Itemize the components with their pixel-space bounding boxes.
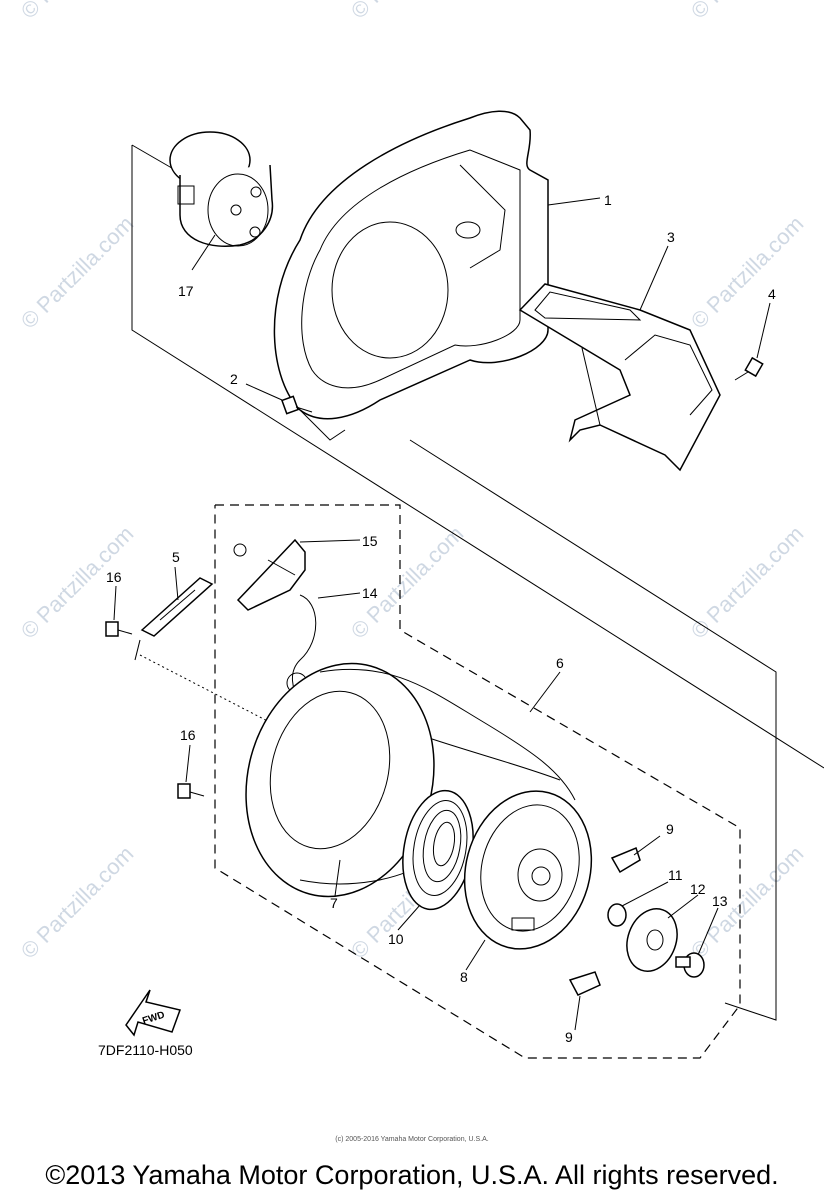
watermark: © Partzilla.com [686,211,809,334]
starter-handle [233,538,306,611]
starter-cup [169,131,274,247]
rope-guide-plate [134,577,214,661]
callout-17: 17 [178,283,194,299]
air-guide [518,283,721,472]
spiral-spring [402,789,474,911]
callout-16a: 16 [106,569,122,585]
callout-13: 13 [712,893,728,909]
callout-8: 8 [460,969,468,985]
callout-7: 7 [330,895,338,911]
recoil-starter-assembly-frame [214,504,741,1059]
leader-lines [113,197,771,1031]
callout-9a: 9 [666,821,674,837]
circlip [607,903,627,927]
watermark: © Partzilla.com [16,0,139,24]
watermark: © Partzilla.com [686,521,809,644]
callout-1: 1 [604,192,612,208]
bolt-16-upper [105,621,133,637]
fwd-arrow-icon: FWD [125,989,181,1037]
callouts: 1 2 3 4 5 6 7 8 9 9 10 11 12 13 14 15 16… [106,192,776,1045]
watermark: © Partzilla.com [686,841,809,964]
watermark: © Partzilla.com [346,0,469,24]
callout-2: 2 [230,371,238,387]
diagram-part-code: 7DF2110-H050 [98,1042,193,1058]
callout-4: 4 [768,286,776,302]
callout-15: 15 [362,533,378,549]
bolt-4 [734,356,764,381]
callout-10: 10 [388,931,404,947]
bolt-2 [281,395,313,415]
drive-plate [626,908,678,972]
callout-12: 12 [690,881,706,897]
assembly-outline-lower [139,439,777,1021]
copyright-footer: ©2013 Yamaha Motor Corporation, U.S.A. A… [45,1160,779,1190]
callout-14: 14 [362,585,378,601]
watermark: © Partzilla.com [16,211,139,334]
callout-3: 3 [667,229,675,245]
watermark: © Partzilla.com [16,841,139,964]
rope-pulley [463,790,593,950]
pawl-upper [610,846,641,874]
callout-11: 11 [668,867,683,883]
bolt-13 [675,952,705,978]
callout-16b: 16 [180,727,196,743]
bolt-16-lower [177,783,205,799]
pawl-lower [568,971,601,996]
fan-housing-cover [273,110,549,441]
watermark: © Partzilla.com [686,0,809,24]
fine-print: (c) 2005-2016 Yamaha Motor Corporation, … [335,1136,489,1143]
callout-6: 6 [556,655,564,671]
callout-9b: 9 [565,1029,573,1045]
callout-5: 5 [172,549,180,565]
